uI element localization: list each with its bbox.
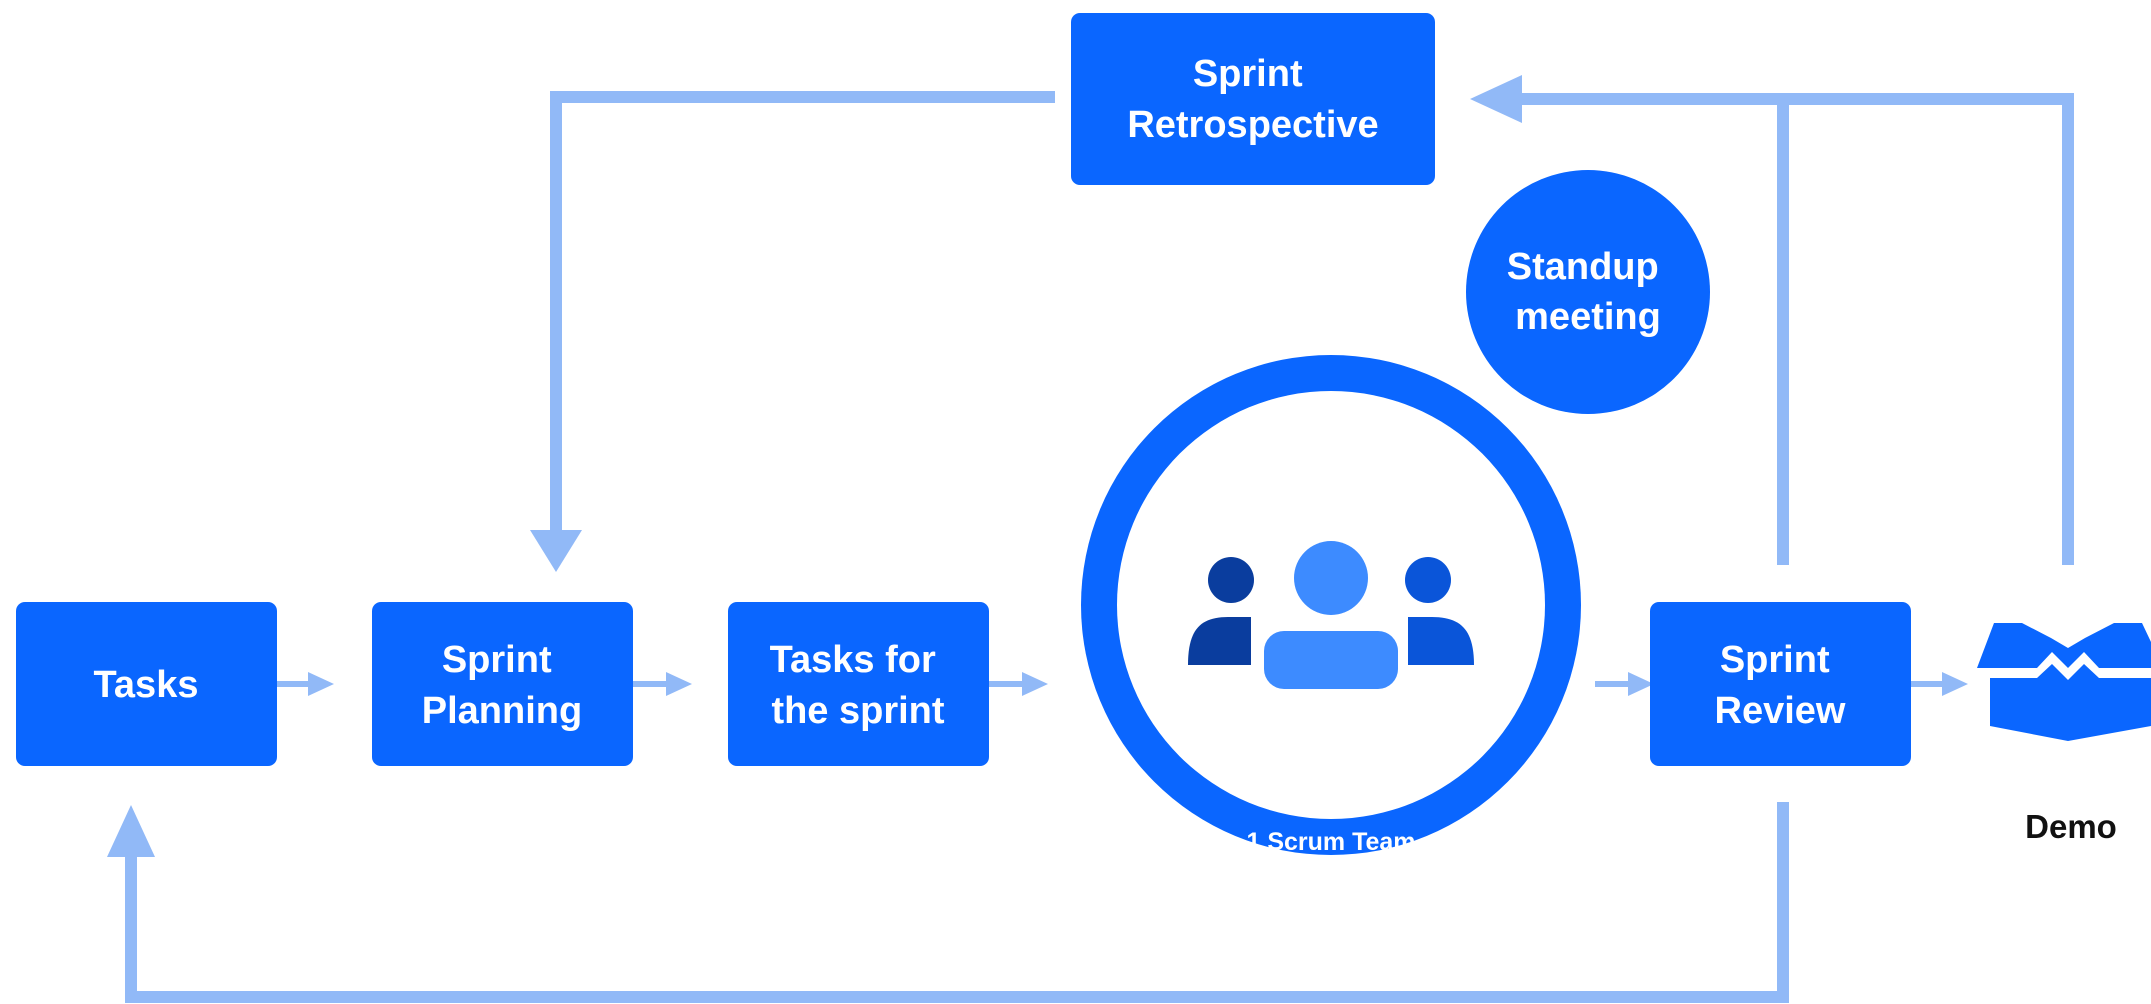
team-icon-left-body (1188, 617, 1251, 665)
review-to-tasks-connector (125, 802, 1789, 1003)
svg-text:Sprint Review: Sprint Review (1715, 639, 1846, 732)
team-icon-right-head (1405, 557, 1451, 603)
sprint-retrospective-label-line2: Retrospective (1127, 104, 1378, 146)
sprint-review-label-line2: Review (1715, 690, 1846, 732)
tasks-box (16, 602, 277, 766)
sprint-planning-label-line2: Planning (422, 690, 582, 732)
svg-text:Tasks for the sprint: Tasks for the sprint (770, 639, 947, 732)
demo-label: Demo (2025, 808, 2117, 845)
arrowhead-tasks-for-sprint-to-team (1022, 672, 1048, 696)
standup-meeting-label-line2: meeting (1515, 296, 1661, 338)
arrow-heads (107, 75, 1968, 857)
svg-text:Demo: Demo (2025, 808, 2117, 845)
box-icon-body (1990, 664, 2151, 741)
connectors (125, 91, 2074, 1003)
svg-text:Tasks: Tasks (94, 664, 199, 706)
svg-text:Sprint Retrospective: Sprint Retrospective (1127, 53, 1378, 146)
scrum-team-label: 1 Scrum Team (1246, 828, 1415, 856)
tasks-for-sprint-box (728, 602, 989, 766)
tasks-for-sprint-label-line2: the sprint (771, 690, 944, 732)
node-sprint-retrospective: Sprint Retrospective (1071, 13, 1435, 185)
standup-meeting-label-line1: Standup (1507, 246, 1659, 288)
arrowhead-review-to-demo (1942, 672, 1968, 696)
box-icon (1977, 623, 2151, 741)
arrowhead-team-to-review (1628, 672, 1654, 696)
arrowhead-into-retro (1470, 75, 1522, 123)
svg-text:Sprint Planning: Sprint Planning (422, 639, 582, 732)
arrowhead-into-planning (530, 530, 582, 572)
tasks-label: Tasks (94, 664, 199, 706)
demo-to-retro-connector (1783, 93, 2074, 565)
sprint-planning-box (372, 602, 633, 766)
sprint-retrospective-label-line1: Sprint (1193, 53, 1303, 95)
team-icon-right-body (1408, 617, 1474, 665)
node-sprint-review: Sprint Review (1650, 602, 1911, 766)
box-icon-lid (1977, 623, 2151, 668)
arrowhead-planning-to-tasks-for-sprint (666, 672, 692, 696)
node-tasks: Tasks (16, 602, 277, 766)
retro-to-planning-connector (550, 91, 1055, 532)
svg-text:1 Scrum Team: 1 Scrum Team (1246, 828, 1415, 856)
team-icon-center-body (1264, 631, 1398, 689)
arrowhead-into-tasks (107, 805, 155, 857)
node-demo: Demo (1977, 623, 2151, 845)
sprint-retrospective-box (1071, 13, 1435, 185)
sprint-review-box (1650, 602, 1911, 766)
node-sprint-planning: Sprint Planning (372, 602, 633, 766)
svg-text:Standup meeting: Standup meeting (1507, 246, 1670, 338)
standup-meeting-circle (1466, 170, 1710, 414)
team-icon-left-head (1208, 557, 1254, 603)
team-icon-center-head (1294, 541, 1368, 615)
tasks-for-sprint-label-line1: Tasks for (770, 639, 936, 681)
node-tasks-for-sprint: Tasks for the sprint (728, 602, 989, 766)
node-standup-meeting: Standup meeting (1466, 170, 1710, 414)
arrowhead-tasks-to-planning (308, 672, 334, 696)
sprint-planning-label-line1: Sprint (442, 639, 552, 681)
team-icon (1188, 541, 1474, 689)
sprint-review-label-line1: Sprint (1720, 639, 1830, 681)
node-scrum-team: 1 Scrum Team (1081, 355, 1581, 856)
